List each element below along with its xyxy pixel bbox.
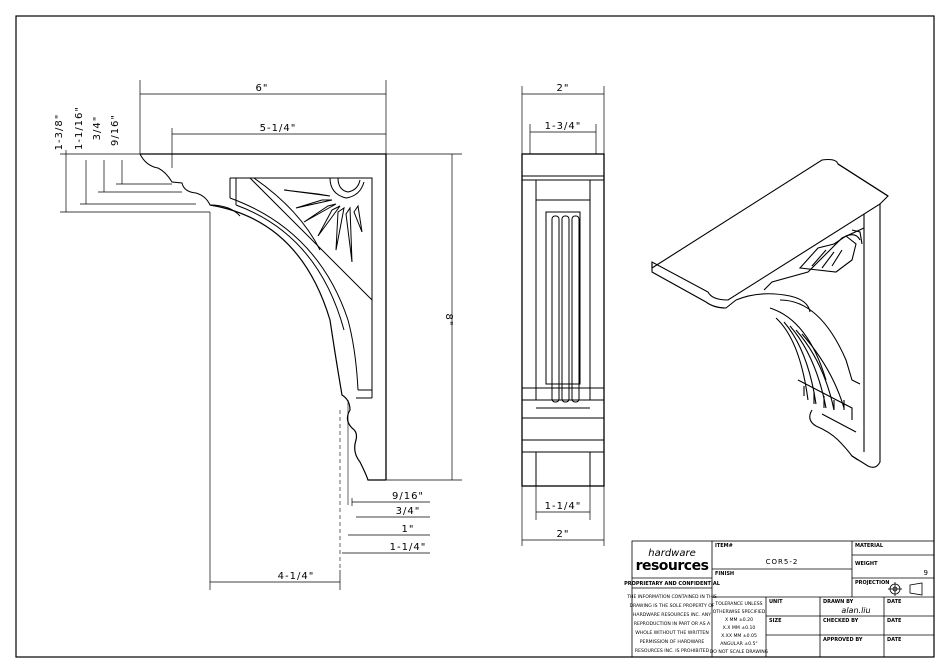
dim-height: 8" <box>443 314 454 327</box>
dim-front-top-inner: 1-3/4" <box>545 121 582 132</box>
side-view <box>139 153 387 570</box>
proprietary-line-4: REPRODUCTION IN PART OR AS A <box>634 621 711 627</box>
item-label: ITEM# <box>715 543 733 549</box>
isometric-view <box>651 158 889 468</box>
approved-by-label: APPROVED BY <box>823 637 863 643</box>
logo-bottom-text: resources <box>636 558 709 574</box>
sunburst-ornament <box>283 177 365 263</box>
tolerance-line-1: TOLERANCE UNLESS <box>714 601 762 607</box>
proprietary-heading: PROPRIETARY AND CONFIDENTIAL <box>624 581 721 587</box>
dim-front-top-total: 2" <box>557 83 570 94</box>
front-view-dimension-labels: 2" 1-3/4" 1-1/4" 2" <box>545 83 582 540</box>
tolerance-line-5: X.XX MM ±0.05 <box>721 633 757 639</box>
proprietary-line-5: WHOLE WITHOUT THE WRITTEN <box>635 630 709 636</box>
projection-label: PROJECTION <box>855 580 889 586</box>
checked-by-label: CHECKED BY <box>823 618 859 624</box>
dim-front-bottom-total: 2" <box>557 529 570 540</box>
dim-width-total: 6" <box>256 83 269 94</box>
date-label-3: DATE <box>887 637 902 643</box>
material-label: MATERIAL <box>855 543 884 549</box>
item-value: COR5-2 <box>766 558 799 566</box>
side-view-dimensions <box>60 80 462 590</box>
dim-bottom-4: 1-1/4" <box>390 542 427 553</box>
finish-label: FINISH <box>715 571 734 577</box>
dim-left-4: 9/16" <box>110 114 121 146</box>
sheet-border <box>15 15 935 658</box>
dim-left-3: 3/4" <box>92 116 103 141</box>
dim-left-1: 1-3/8" <box>54 114 65 151</box>
title-block <box>631 540 935 658</box>
proprietary-line-7: RESOURCES INC. IS PROHIBITED <box>635 648 710 654</box>
dim-width-top: 5-1/4" <box>260 123 297 134</box>
proprietary-line-6: PERMISSION OF HARDWARE <box>640 639 705 645</box>
tolerance-line-7: DO NOT SCALE DRAWING <box>710 649 769 655</box>
front-view <box>521 153 605 487</box>
dim-left-2: 1-1/16" <box>74 106 85 150</box>
dim-bottom-width: 4-1/4" <box>278 571 315 582</box>
tolerance-line-3: X MM ±0.20 <box>725 617 753 623</box>
proprietary-line-1: THE INFORMATION CONTAINED IN THIS <box>626 594 717 600</box>
dim-bottom-1: 9/16" <box>392 491 424 502</box>
tolerance-line-2: OTHERWISE SPECIFIED <box>713 609 766 615</box>
title-block-text: hardware resources PROPRIETARY AND CONFI… <box>624 543 928 655</box>
proprietary-line-3: HARDWARE RESOURCES INC. ANY <box>633 612 711 618</box>
proprietary-line-2: DRAWING IS THE SOLE PROPERTY OF <box>629 603 714 609</box>
date-label-2: DATE <box>887 618 902 624</box>
date-label-1: DATE <box>887 599 902 605</box>
tolerance-line-4: X.X MM ±0.10 <box>723 625 756 631</box>
drawn-by-value: alan.liu <box>841 606 870 615</box>
dim-bottom-2: 3/4" <box>396 506 421 517</box>
dim-bottom-3: 1" <box>402 524 415 535</box>
front-view-dimensions <box>521 86 605 546</box>
tolerance-line-6: ANGULAR ±0.5° <box>720 641 757 647</box>
size-label: SIZE <box>769 618 782 624</box>
drawn-by-label: DRAWN BY <box>823 599 854 605</box>
weight-value: 9 <box>924 569 928 577</box>
projection-cone-icon <box>909 582 923 596</box>
weight-label: WEIGHT <box>855 561 878 567</box>
dim-front-bottom-inner: 1-1/4" <box>545 501 582 512</box>
unit-label: UNIT <box>769 599 783 605</box>
side-view-dimension-labels: 6" 5-1/4" 8" 1-3/8" 1-1/16" 3/4" 9/16" 9… <box>54 83 454 582</box>
logo-top-text: hardware <box>648 548 696 559</box>
